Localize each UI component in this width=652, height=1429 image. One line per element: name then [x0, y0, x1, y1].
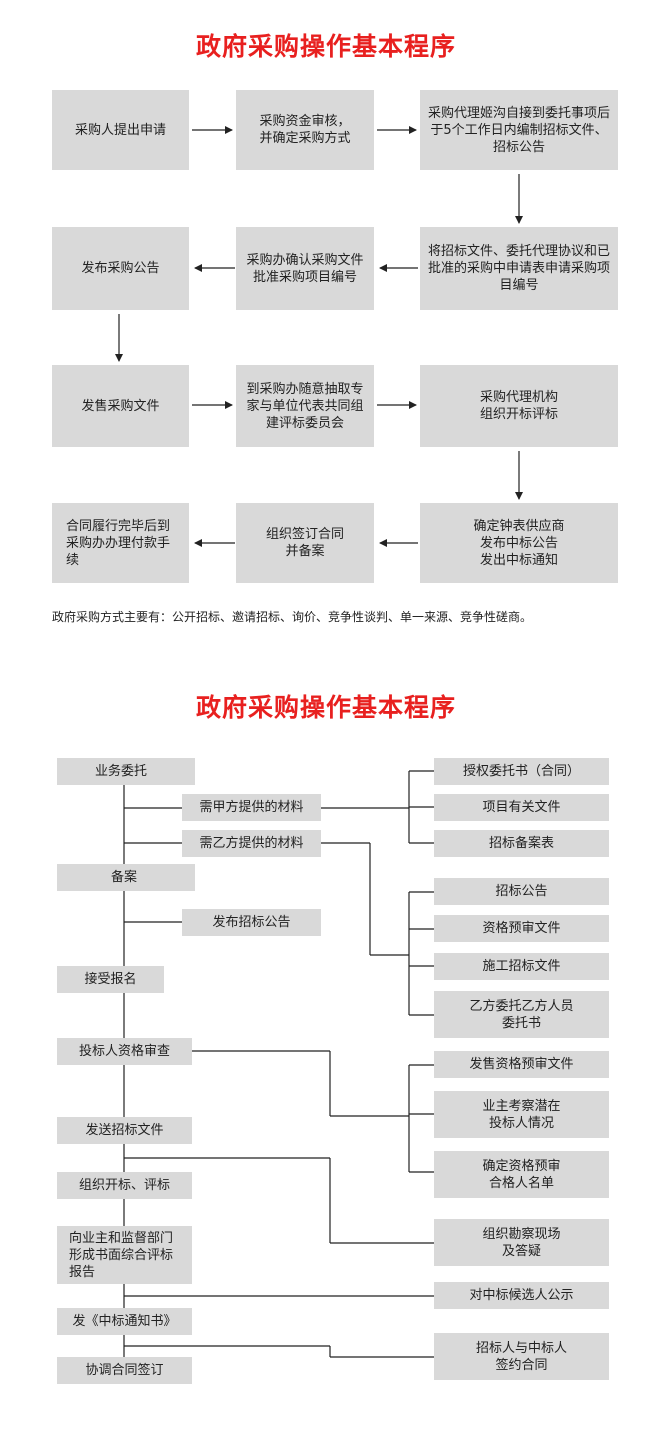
procurement-methods-note: 政府采购方式主要有：公开招标、邀请招标、询价、竞争性谈判、单一来源、竞争性磋商。: [52, 610, 533, 624]
item-construction-tender-documents: 施工招标文件: [434, 953, 609, 980]
main-step-record: 备案: [57, 864, 195, 891]
step-submit-application: 将招标文件、委托代理协议和已批准的采购中申请表申请采购项目编号: [420, 227, 618, 310]
main-step-send-documents: 发送招标文件: [57, 1117, 192, 1144]
main-step-qualification: 投标人资格审查: [57, 1038, 192, 1065]
step-apply: 采购人提出申请: [52, 90, 189, 170]
main-step-report: 向业主和监督部门形成书面综合评标报告: [57, 1226, 192, 1284]
item-sell-prequalification: 发售资格预审文件: [434, 1051, 609, 1078]
materials-party-a: 需甲方提供的材料: [182, 794, 321, 821]
item-qualified-bidders-list: 确定资格预审 合格人名单: [434, 1151, 609, 1198]
step-prepare-documents: 采购代理姬沟自接到委托事项后于5个工作日内编制招标文件、招标公告: [420, 90, 618, 170]
item-project-documents: 项目有关文件: [434, 794, 609, 821]
step-sign-contract: 组织签订合同 并备案: [236, 503, 374, 583]
step-form-committee: 到采购办随意抽取专家与单位代表共同组建评标委员会: [236, 365, 374, 447]
page-title: 政府采购操作基本程序: [195, 32, 456, 61]
section-title: 政府采购操作基本程序: [195, 693, 456, 722]
item-site-survey: 组织勘察现场 及答疑: [434, 1219, 609, 1266]
step-payment: 合同履行完毕后到采购办办理付款手续: [52, 503, 189, 583]
main-step-coordinate-contract: 协调合同签订: [57, 1357, 192, 1384]
main-step-award-notice: 发《中标通知书》: [57, 1308, 192, 1335]
step-confirm-supplier: 确定钟表供应商 发布中标公告 发出中标通知: [420, 503, 618, 583]
step-confirm-documents: 采购办确认采购文件批准采购项目编号: [236, 227, 374, 310]
item-owner-inspects-bidders: 业主考察潜在 投标人情况: [434, 1091, 609, 1138]
item-candidate-publicity: 对中标候选人公示: [434, 1282, 609, 1309]
materials-party-b: 需乙方提供的材料: [182, 830, 321, 857]
item-party-b-authorization: 乙方委托乙方人员 委托书: [434, 991, 609, 1038]
item-power-of-attorney: 授权委托书（合同）: [434, 758, 609, 785]
item-prequalification-documents: 资格预审文件: [434, 915, 609, 942]
main-step-open-evaluate: 组织开标、评标: [57, 1172, 192, 1199]
item-tender-record-form: 招标备案表: [434, 830, 609, 857]
item-sign-contract: 招标人与中标人 签约合同: [434, 1333, 609, 1380]
step-publish-announcement: 发布采购公告: [52, 227, 189, 310]
main-step-entrust: 业务委托: [57, 758, 195, 785]
step-sell-documents: 发售采购文件: [52, 365, 189, 447]
main-step-registration: 接受报名: [57, 966, 164, 993]
step-bid-opening: 采购代理机构 组织开标评标: [420, 365, 618, 447]
publish-tender-announcement: 发布招标公告: [182, 909, 321, 936]
step-fund-review: 采购资金审核， 并确定采购方式: [236, 90, 374, 170]
item-tender-announcement: 招标公告: [434, 878, 609, 905]
